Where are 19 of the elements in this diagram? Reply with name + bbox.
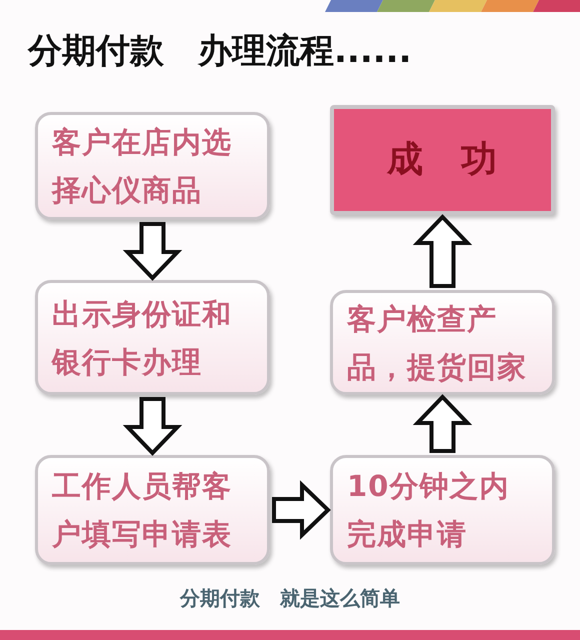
process-box — [330, 290, 555, 395]
block-arrow — [122, 397, 182, 456]
process-box — [35, 455, 270, 565]
step-text: 成 功 — [387, 138, 498, 182]
block-arrow — [122, 222, 182, 281]
process-box — [35, 280, 270, 395]
step-text: 客户检查产品，提货回家 — [347, 300, 528, 386]
success-box — [330, 105, 555, 215]
step-text: 工作人员帮客户填写申请表 — [52, 468, 233, 553]
caption: 分期付款 就是这么简单 — [178, 585, 401, 612]
step-text: 出示身份证和银行卡办理 — [52, 296, 233, 380]
block-arrow — [272, 480, 331, 540]
step-text: 10分钟之内完成申请 — [347, 468, 510, 553]
process-box — [330, 455, 555, 565]
title: 分期付款 办理流程...... — [28, 30, 412, 73]
block-arrow — [412, 214, 472, 288]
step-text: 客户在店内选择心仪商品 — [52, 124, 233, 209]
block-arrow — [412, 394, 472, 453]
process-box — [35, 112, 270, 220]
